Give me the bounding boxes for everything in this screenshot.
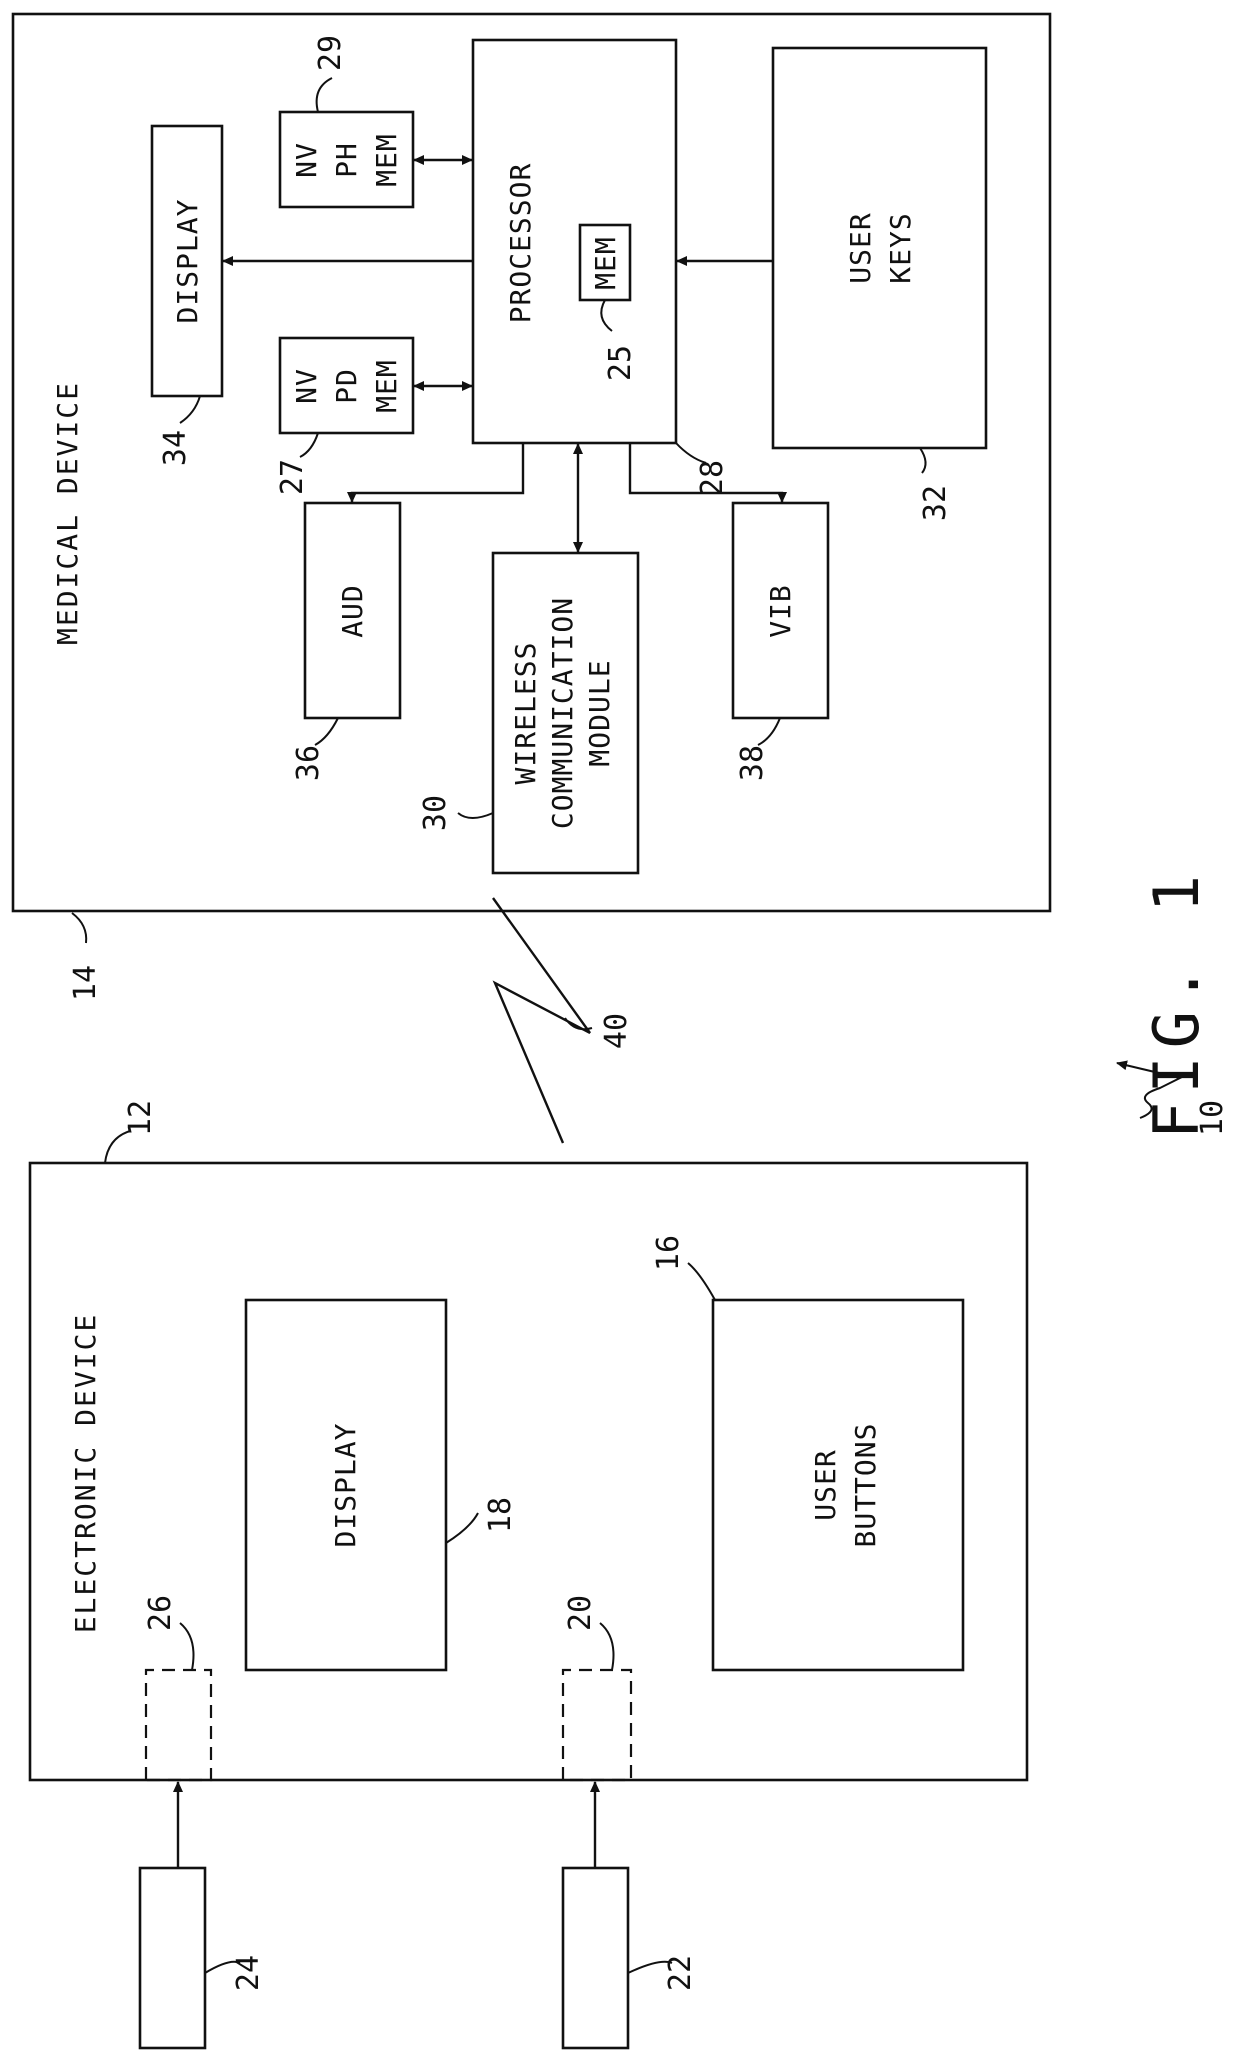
user-keys-line-1: USER xyxy=(844,212,877,283)
external-module-24-box xyxy=(140,1868,205,2048)
wireless-link: 40 xyxy=(493,898,634,1143)
port-20-leader xyxy=(600,1623,614,1670)
wireless-line-3: MODULE xyxy=(583,659,616,766)
medical-device-title: MEDICAL DEVICE xyxy=(51,381,84,645)
nv-pd-mem-line-1: NV xyxy=(290,368,323,404)
user-keys-ref: 32 xyxy=(918,485,953,521)
nv-ph-mem-leader xyxy=(317,78,332,112)
electronic-device-title: ELECTRONIC DEVICE xyxy=(69,1313,102,1634)
wireless-line-1: WIRELESS xyxy=(509,642,542,785)
external-module-22-box xyxy=(563,1868,628,2048)
nv-pd-mem-ref: 27 xyxy=(275,459,310,495)
processor-ref: 28 xyxy=(695,460,730,496)
ed-display-label: DISPLAY xyxy=(329,1422,362,1547)
md-display-ref: 34 xyxy=(158,430,193,466)
port-26-leader xyxy=(180,1623,194,1670)
nv-pd-mem-line-3: MEM xyxy=(370,359,403,413)
mem-label: MEM xyxy=(589,236,622,290)
ed-display-leader xyxy=(446,1513,478,1543)
nv-ph-mem-ref: 29 xyxy=(313,35,348,71)
vib-ref: 38 xyxy=(735,745,770,781)
vib-label: VIB xyxy=(764,584,797,638)
vib-leader xyxy=(758,718,780,745)
electronic-device-ref: 12 xyxy=(123,1100,158,1136)
wireless-link-leader xyxy=(565,1018,592,1029)
user-buttons-leader xyxy=(688,1263,715,1300)
port-20-ref: 20 xyxy=(563,1595,598,1631)
external-24-ref: 24 xyxy=(231,1955,266,1991)
wireless-ref: 30 xyxy=(418,795,453,831)
port-26-ref: 26 xyxy=(143,1595,178,1631)
mem-leader xyxy=(601,300,612,331)
nv-pd-mem-line-2: PD xyxy=(330,368,363,404)
system-ref: 10 xyxy=(1195,1100,1230,1136)
ed-display-ref: 18 xyxy=(483,1497,518,1533)
medical-device-ref-leader xyxy=(72,913,86,943)
user-buttons-line-1: USER xyxy=(809,1449,842,1520)
wireless-link-zigzag xyxy=(493,898,590,1143)
nv-ph-mem-line-1: NV xyxy=(290,142,323,178)
wireless-line-2: COMMUNICATION xyxy=(546,597,579,829)
md-display-leader xyxy=(180,396,200,423)
external-22-ref: 22 xyxy=(663,1955,698,1991)
user-buttons-line-2: BUTTONS xyxy=(849,1422,882,1547)
mem-ref: 25 xyxy=(603,345,638,381)
port-26-dashed-box xyxy=(146,1670,211,1780)
processor-to-aud-arrow xyxy=(352,443,523,502)
processor-label: PROCESSOR xyxy=(504,163,537,324)
user-keys-box xyxy=(773,48,986,448)
user-keys-line-2: KEYS xyxy=(884,212,917,283)
figure-label: FIG. 1 xyxy=(1140,867,1213,1139)
electronic-device-group: ELECTRONIC DEVICE 12 DISPLAY 18 USER BUT… xyxy=(30,1100,1027,2048)
nv-ph-mem-line-2: PH xyxy=(330,142,363,178)
nv-pd-mem-leader xyxy=(300,433,318,457)
nv-ph-mem-line-3: MEM xyxy=(370,133,403,187)
aud-leader xyxy=(315,718,338,745)
aud-label: AUD xyxy=(336,584,369,638)
user-buttons-ref: 16 xyxy=(651,1235,686,1271)
port-20-dashed-box xyxy=(563,1670,631,1780)
aud-ref: 36 xyxy=(291,745,326,781)
medical-device-group: MEDICAL DEVICE 14 DISPLAY 34 NV PH MEM 2… xyxy=(13,14,1050,1001)
wireless-leader xyxy=(458,813,493,818)
user-keys-leader xyxy=(920,448,926,473)
medical-device-ref: 14 xyxy=(68,965,103,1001)
wireless-link-ref: 40 xyxy=(599,1013,634,1049)
md-display-label: DISPLAY xyxy=(171,198,204,323)
